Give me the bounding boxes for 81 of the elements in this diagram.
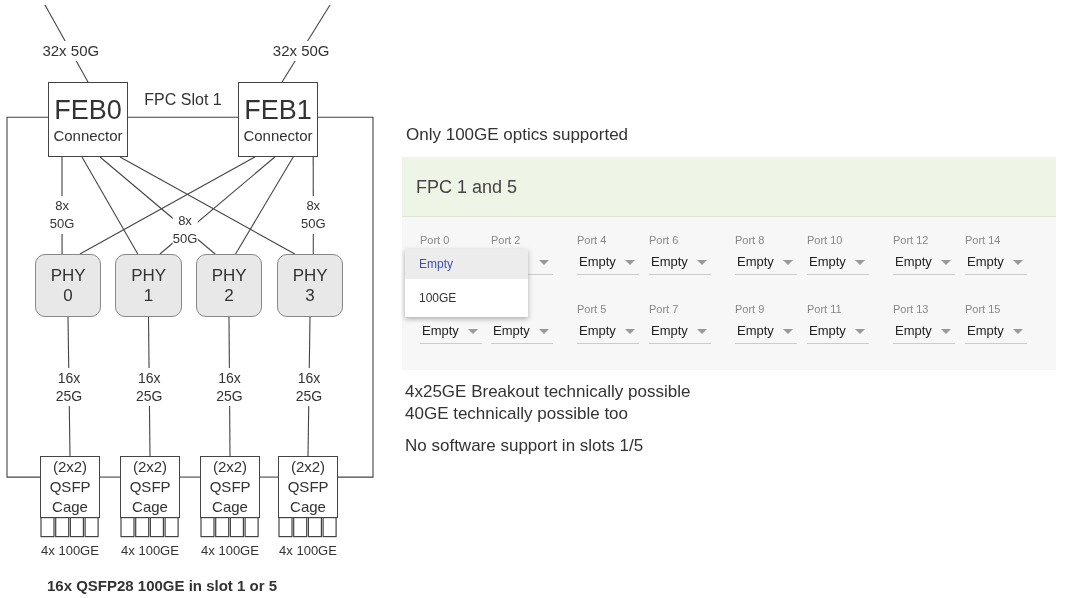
cage-box — [120, 456, 180, 518]
port-count-label: 4x 100GE — [201, 542, 259, 558]
port-count-label: 4x 100GE — [41, 542, 99, 558]
connector-line — [6, 116, 49, 478]
cage-box — [278, 456, 338, 518]
connector-box — [238, 82, 318, 157]
dropdown-select: Empty — [893, 320, 955, 344]
heading-text: Only 100GE optics supported — [406, 125, 629, 145]
dropdown-select: Empty — [735, 320, 797, 344]
dropdown-select: Empty — [420, 320, 482, 344]
phy-chip-box — [35, 254, 101, 317]
dropdown-select: Empty — [965, 320, 1027, 344]
edge-label: 8x 50G — [300, 196, 326, 235]
field-label: Port 10 — [807, 234, 843, 246]
field-label: Port 12 — [893, 234, 929, 246]
field-label: Port 15 — [965, 303, 1001, 315]
connector-line — [119, 156, 296, 255]
connector-line — [81, 156, 139, 255]
connector-line — [179, 476, 201, 478]
node-label: (2x2) QSFP Cage — [209, 457, 251, 517]
port-count-label: 4x 100GE — [121, 542, 179, 558]
field-label: Port 7 — [649, 303, 679, 315]
node-subtitle: Connector — [53, 125, 123, 146]
note-text: 4x25GE Breakout technically possible — [405, 382, 691, 402]
cage-box — [200, 456, 260, 518]
dropdown-select: Empty — [649, 320, 711, 344]
connector-line — [259, 476, 279, 478]
edge-label: 16x 25G — [136, 367, 163, 406]
caption: 16x QSFP28 100GE in slot 1 or 5 — [46, 576, 278, 594]
phy-chip-box — [115, 254, 182, 317]
edge-label: 16x 25G — [295, 367, 323, 406]
edge-label: 32x 50G — [42, 41, 100, 62]
connector-line — [127, 116, 239, 118]
node-label: (2x2) QSFP Cage — [287, 457, 329, 517]
port-count-label: 4x 100GE — [279, 542, 337, 558]
dropdown-select: Empty — [893, 251, 955, 275]
field-label: Port 14 — [965, 234, 1001, 246]
node-label: PHY 3 — [292, 265, 328, 306]
note-text: 40GE technically possible too — [405, 404, 629, 424]
note-text: No software support in slots 1/5 — [405, 436, 644, 456]
field-label: Port 8 — [735, 234, 765, 246]
node-subtitle: Connector — [243, 125, 313, 146]
dropdown-select: Empty — [491, 320, 553, 344]
node-title: FEB0 — [54, 93, 122, 126]
cage-box — [40, 456, 100, 518]
panel — [402, 157, 1056, 370]
dropdown-select: Empty — [577, 251, 639, 275]
dropdown-select: Empty — [965, 251, 1027, 275]
edge-label: 16x 25G — [55, 367, 83, 406]
node-label: PHY 2 — [211, 265, 247, 306]
phy-chip-box — [196, 254, 262, 317]
node-label: (2x2) QSFP Cage — [129, 457, 171, 517]
field-label: Port 9 — [735, 303, 765, 315]
node-title: FEB1 — [244, 93, 312, 126]
dropdown-select: Empty — [577, 320, 639, 344]
edge-label: 8x 50G — [49, 196, 75, 235]
dropdown-select: Empty — [807, 251, 869, 275]
dropdown-select: Empty — [807, 320, 869, 344]
dropdown-select: Empty — [735, 251, 797, 275]
node-label: (2x2) QSFP Cage — [49, 457, 91, 517]
field-label: Port 6 — [649, 234, 679, 246]
connector-line — [235, 156, 294, 255]
connector-line — [99, 476, 121, 478]
panel-header: FPC 1 and 5 — [402, 157, 1056, 217]
node-label: PHY 0 — [50, 265, 86, 306]
phy-chip-box — [277, 254, 343, 317]
field-label: Port 13 — [893, 303, 929, 315]
connector-line — [79, 156, 256, 255]
field-label: Port 4 — [577, 234, 607, 246]
menu-option: 100GE — [405, 283, 528, 313]
connector-box — [48, 82, 128, 157]
edge-label: 16x 25G — [216, 367, 243, 406]
connector-line — [317, 116, 374, 478]
menu-option: Empty — [405, 249, 528, 279]
dropdown-select: Empty — [649, 251, 711, 275]
field-label: Port 2 — [491, 234, 521, 246]
field-label: Port 11 — [807, 303, 842, 315]
node-label: PHY 1 — [131, 265, 166, 306]
field-label: Port 0 — [420, 234, 450, 246]
field-label: Port 5 — [577, 303, 607, 315]
edge-label: 32x 50G — [272, 41, 330, 62]
